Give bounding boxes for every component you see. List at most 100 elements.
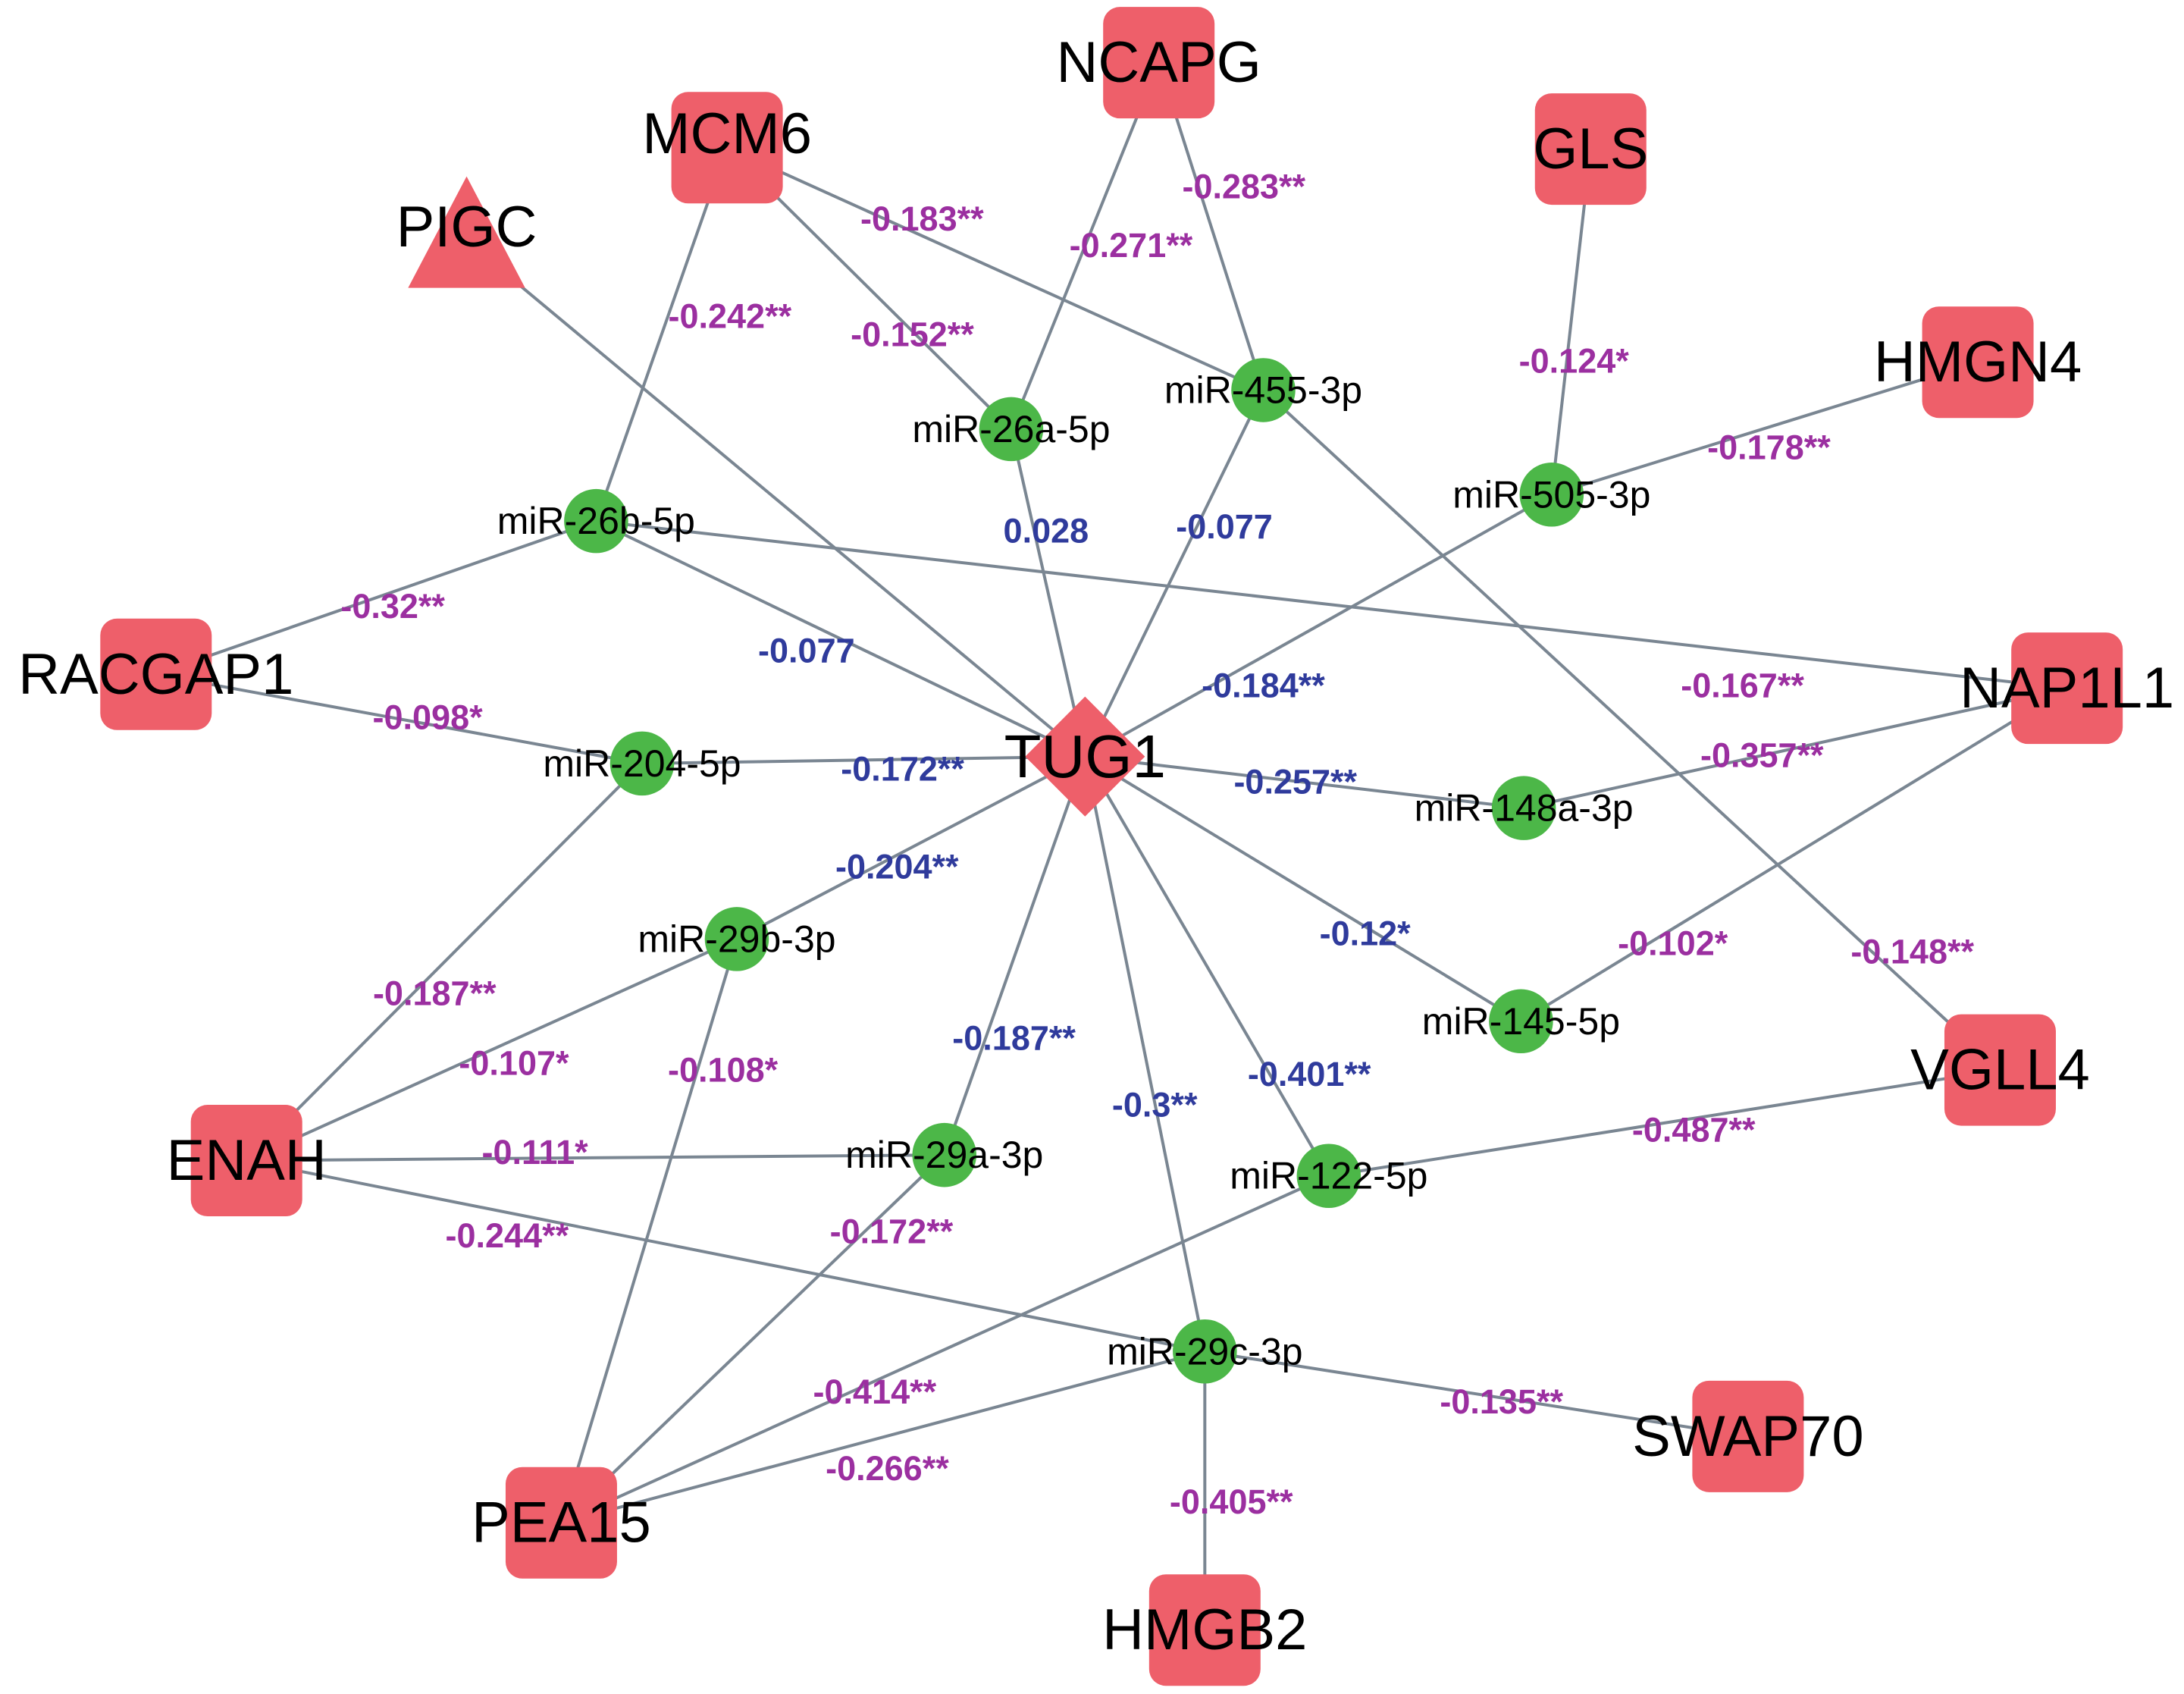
mirna-label-mir-26b-5p: miR-26b-5p bbox=[497, 500, 695, 542]
gene-node-hmgb2 bbox=[1148, 1574, 1261, 1686]
edge-weight-tug1-mir-505-3p: -0.184** bbox=[1202, 666, 1325, 704]
edge-tug1-mir-148a-3p bbox=[1085, 754, 1524, 810]
edge-weight-racgap1-mir-204-5p: -0.098* bbox=[373, 698, 484, 737]
edge-pea15-mir-29a-3p bbox=[560, 1153, 946, 1524]
edge-tug1-mir-145-5p bbox=[1084, 754, 1522, 1023]
edges-layer bbox=[155, 61, 2068, 1630]
edge-nap1l1-mir-145-5p bbox=[1520, 686, 2068, 1023]
edge-weight-tug1-mir-122-5p: -0.401** bbox=[1248, 1055, 1371, 1093]
mirna-label-mir-29c-3p: miR-29c-3p bbox=[1107, 1330, 1302, 1372]
gene-node-pigc bbox=[408, 176, 525, 288]
mirna-label-mir-26a-5p: miR-26a-5p bbox=[912, 408, 1110, 450]
gene-node-pea15 bbox=[505, 1467, 617, 1579]
edge-tug1-mir-26a-5p bbox=[1009, 428, 1087, 758]
edge-tug1-mir-26b-5p bbox=[595, 519, 1086, 758]
edge-enah-mir-29a-3p bbox=[246, 1153, 945, 1162]
gene-node-nap1l1 bbox=[2011, 632, 2123, 745]
edge-tug1-pigc bbox=[465, 240, 1086, 758]
gene-node-mcm6 bbox=[671, 92, 783, 204]
gene-label-mcm6: MCM6 bbox=[642, 102, 812, 166]
mirna-label-mir-455-3p: miR-455-3p bbox=[1164, 369, 1362, 411]
mirna-label-mir-204-5p: miR-204-5p bbox=[543, 742, 741, 785]
edge-enah-mir-29b-3p bbox=[246, 937, 738, 1162]
nodes-layer bbox=[100, 7, 2123, 1686]
edge-pea15-mir-29c-3p bbox=[560, 1350, 1205, 1525]
edge-weight-hmgn4-mir-505-3p: -0.178** bbox=[1707, 428, 1831, 466]
mirna-label-mir-122-5p: miR-122-5p bbox=[1230, 1155, 1427, 1197]
edge-weight-mcm6-mir-455-3p: -0.183** bbox=[860, 199, 984, 238]
edge-racgap1-mir-204-5p bbox=[155, 673, 643, 765]
edge-gls-mir-505-3p bbox=[1549, 149, 1593, 495]
edge-weight-ncapg-mir-26a-5p: -0.271** bbox=[1070, 226, 1193, 265]
mirna-label-mir-29a-3p: miR-29a-3p bbox=[845, 1134, 1043, 1176]
gene-node-racgap1 bbox=[100, 618, 212, 730]
mirna-node-mir-29b-3p bbox=[704, 907, 769, 971]
edge-labels-layer: 0.028-0.077-0.077-0.184**-0.172**-0.257*… bbox=[340, 168, 1974, 1521]
mirna-label-mir-505-3p: miR-505-3p bbox=[1452, 473, 1650, 516]
mirna-node-mir-29a-3p bbox=[912, 1122, 976, 1187]
edge-tug1-mir-455-3p bbox=[1083, 389, 1265, 758]
edge-mcm6-mir-26b-5p bbox=[594, 147, 729, 522]
edge-weight-ncapg-mir-455-3p: -0.283** bbox=[1182, 168, 1305, 206]
edge-nap1l1-mir-26b-5p bbox=[596, 519, 2067, 690]
edge-swap70-mir-29c-3p bbox=[1205, 1350, 1749, 1438]
edge-weight-tug1-mir-29c-3p: -0.3** bbox=[1112, 1086, 1198, 1125]
edge-vgll4-mir-122-5p bbox=[1328, 1068, 2001, 1178]
edge-racgap1-mir-26b-5p bbox=[155, 519, 597, 676]
gene-label-nap1l1: NAP1L1 bbox=[1960, 656, 2174, 720]
edge-weight-vgll4-mir-122-5p: -0.487** bbox=[1632, 1111, 1756, 1150]
gene-label-pea15: PEA15 bbox=[472, 1491, 651, 1555]
edge-weight-nap1l1-mir-145-5p: -0.102* bbox=[1618, 924, 1728, 962]
edge-weight-hmgb2-mir-29c-3p: -0.405** bbox=[1170, 1482, 1293, 1521]
gene-label-hmgb2: HMGB2 bbox=[1102, 1598, 1307, 1662]
gene-label-racgap1: RACGAP1 bbox=[18, 642, 293, 707]
gene-node-enah bbox=[190, 1105, 302, 1217]
gene-label-gls: GLS bbox=[1533, 117, 1648, 181]
gene-label-ncapg: NCAPG bbox=[1057, 30, 1261, 95]
edge-weight-tug1-mir-204-5p: -0.172** bbox=[841, 750, 964, 789]
mirna-label-mir-29b-3p: miR-29b-3p bbox=[638, 918, 835, 960]
edge-pea15-mir-29b-3p bbox=[559, 938, 738, 1523]
gene-node-vgll4 bbox=[1944, 1014, 2056, 1126]
edge-weight-swap70-mir-29c-3p: -0.135** bbox=[1440, 1382, 1563, 1421]
mirna-node-mir-455-3p bbox=[1231, 358, 1296, 422]
edge-tug1-mir-29c-3p bbox=[1083, 756, 1207, 1352]
gene-node-gls bbox=[1534, 93, 1647, 205]
edge-nap1l1-mir-148a-3p bbox=[1523, 686, 2068, 810]
edge-weight-mcm6-mir-26a-5p: -0.152** bbox=[851, 315, 974, 353]
edge-weight-racgap1-mir-26b-5p: -0.32** bbox=[340, 587, 445, 626]
edge-mcm6-mir-455-3p bbox=[726, 146, 1264, 392]
mirna-node-mir-505-3p bbox=[1519, 463, 1584, 527]
edge-hmgn4-mir-505-3p bbox=[1551, 360, 1979, 497]
edge-tug1-mir-29a-3p bbox=[942, 756, 1087, 1156]
edge-weight-pea15-mir-29a-3p: -0.172** bbox=[830, 1212, 954, 1251]
edge-weight-enah-mir-204-5p: -0.187** bbox=[373, 974, 497, 1013]
gene-label-swap70: SWAP70 bbox=[1632, 1404, 1864, 1469]
edge-weight-tug1-mir-29b-3p: -0.204** bbox=[835, 847, 959, 886]
hub-node-tug1 bbox=[1025, 696, 1145, 817]
gene-label-pigc: PIGC bbox=[396, 195, 537, 259]
edge-weight-nap1l1-mir-26b-5p: -0.167** bbox=[1681, 666, 1804, 704]
edge-weight-tug1-mir-26b-5p: -0.077 bbox=[758, 632, 855, 670]
mirna-node-mir-26b-5p bbox=[564, 488, 628, 554]
edge-weight-mcm6-mir-26b-5p: -0.242** bbox=[668, 297, 791, 336]
edge-weight-tug1-mir-29a-3p: -0.187** bbox=[952, 1018, 1076, 1057]
edge-pea15-mir-122-5p bbox=[560, 1174, 1330, 1525]
edge-weight-enah-mir-29b-3p: -0.107* bbox=[459, 1043, 569, 1082]
mirna-label-mir-148a-3p: miR-148a-3p bbox=[1415, 787, 1634, 830]
gene-node-ncapg bbox=[1103, 7, 1215, 119]
gene-label-vgll4: VGLL4 bbox=[1910, 1038, 2090, 1103]
mirna-node-mir-204-5p bbox=[609, 731, 675, 796]
mirna-node-mir-145-5p bbox=[1489, 989, 1553, 1054]
mirna-label-mir-145-5p: miR-145-5p bbox=[1422, 1000, 1620, 1043]
edge-enah-mir-204-5p bbox=[245, 762, 644, 1162]
edge-enah-mir-29c-3p bbox=[246, 1159, 1205, 1354]
edge-weight-pea15-mir-29b-3p: -0.108* bbox=[668, 1051, 779, 1090]
edge-vgll4-mir-455-3p bbox=[1262, 388, 2001, 1071]
gene-label-enah: ENAH bbox=[167, 1128, 327, 1193]
edge-weight-pea15-mir-122-5p: -0.414** bbox=[813, 1372, 937, 1411]
mirna-node-mir-148a-3p bbox=[1491, 776, 1556, 840]
mirna-node-mir-26a-5p bbox=[979, 397, 1044, 462]
